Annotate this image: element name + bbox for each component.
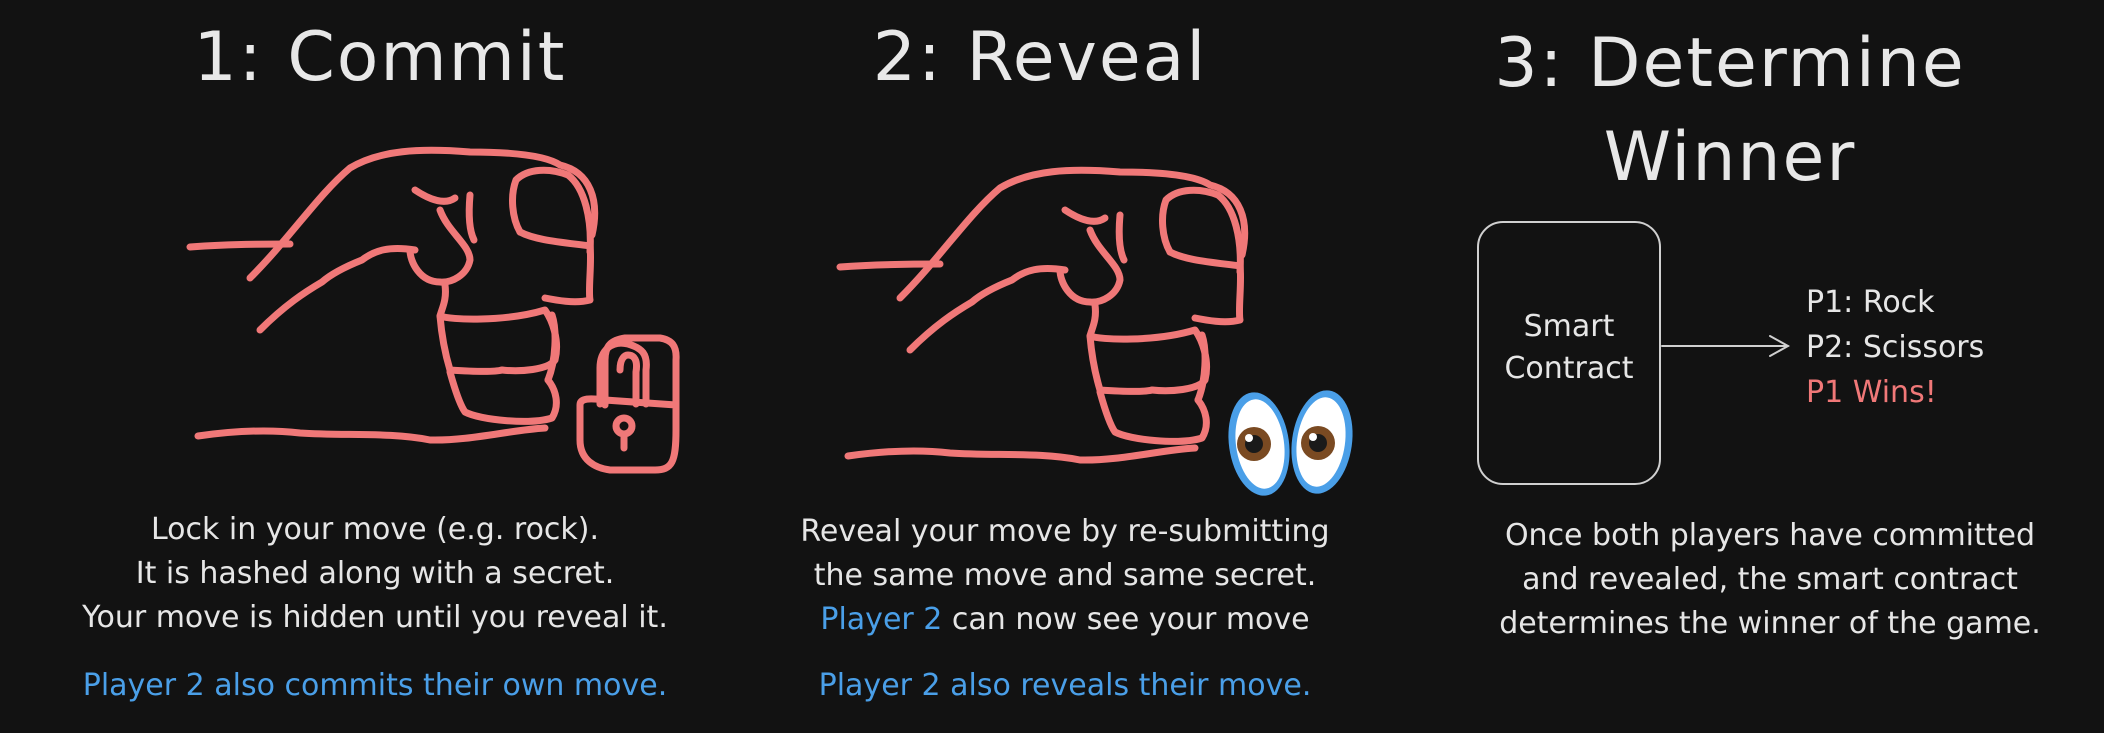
fist-icon: [186, 146, 599, 444]
eyes-icon: [1228, 390, 1353, 496]
result-p1: P1: Rock: [1806, 285, 1935, 320]
arrow-icon: [1661, 335, 1791, 357]
reveal-note: Player 2 also reveals their move.: [818, 668, 1312, 703]
reveal-title: 2: Reveal: [872, 18, 1208, 97]
determine-title-line1: 3: Determine: [1494, 24, 1966, 103]
lock-icon: [576, 334, 680, 474]
commit-description: Lock in your move (e.g. rock). It is has…: [82, 512, 668, 635]
reveal-description: Reveal your move by re-submitting the sa…: [800, 514, 1330, 637]
commit-note: Player 2 also commits their own move.: [82, 668, 668, 703]
result-p2: P2: Scissors: [1806, 330, 1985, 365]
commit-title: 1: Commit: [193, 18, 567, 97]
smart-contract-box: [1477, 221, 1661, 485]
result-winner: P1 Wins!: [1806, 375, 1937, 410]
fist-icon: [836, 166, 1249, 464]
player2-highlight: Player 2: [820, 602, 943, 637]
smart-contract-label: Smart Contract: [1504, 309, 1634, 386]
determine-description: Once both players have committed and rev…: [1499, 518, 2041, 641]
determine-title-line2: Winner: [1603, 118, 1857, 197]
